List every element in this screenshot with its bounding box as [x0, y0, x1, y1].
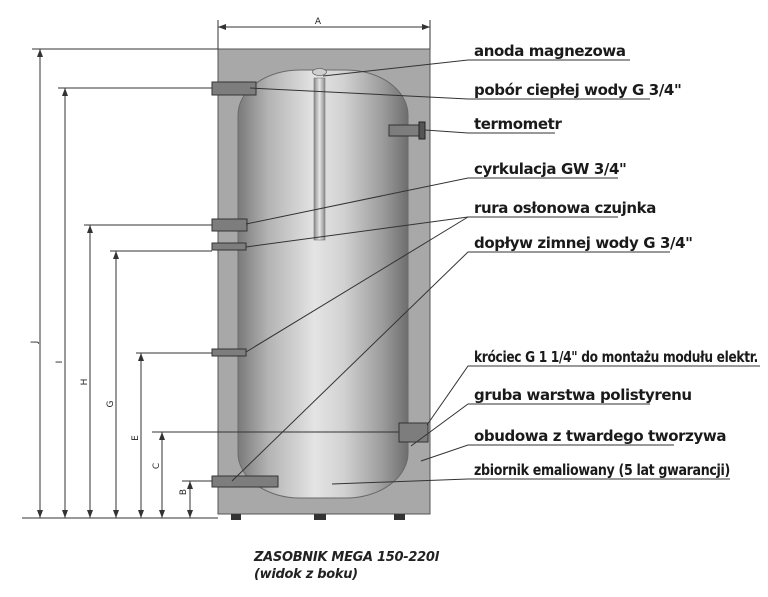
label-sensor-pipe: rura osłonowa czujnka — [474, 199, 656, 217]
dim-c-arrow-bottom — [159, 510, 165, 518]
anode-rod — [313, 77, 326, 241]
leader-casing — [420, 444, 674, 462]
dim-j-arrow-bottom — [37, 510, 43, 518]
dim-j-arrow-top — [37, 49, 43, 57]
dim-e-label: E — [131, 435, 141, 441]
dim-a-arrow-right — [422, 24, 430, 30]
leader-circulation — [245, 177, 618, 225]
dim-g-label: G — [106, 400, 116, 407]
label-thermometer: termometr — [474, 115, 562, 133]
label-insulation: gruba warstwa polistyrenu — [474, 386, 692, 404]
dim-i-arrow-top — [62, 88, 68, 96]
leader-anode — [322, 59, 630, 77]
leader-sensor-lower — [245, 216, 469, 353]
dim-g-arrow-bottom — [113, 510, 119, 518]
cold-water-pipe — [211, 475, 279, 488]
dim-b-arrow-bottom — [187, 510, 193, 518]
dim-j-label: J — [30, 341, 40, 345]
leader-thermometer — [424, 129, 555, 134]
foot-right — [394, 514, 405, 520]
dim-c-label: C — [152, 463, 162, 469]
foot-middle — [314, 514, 326, 520]
label-casing: obudowa z twardego tworzywa — [474, 427, 726, 445]
dim-a-label: A — [315, 17, 322, 27]
dim-i-label: I — [55, 361, 65, 364]
heater-port — [398, 422, 429, 443]
anode-cap — [312, 68, 327, 76]
label-anode: anoda magnezowa — [474, 42, 626, 60]
leader-hot-water — [249, 87, 650, 100]
dim-g-arrow-top — [113, 251, 119, 259]
hot-water-pipe — [211, 81, 257, 96]
dim-c-arrow-top — [159, 432, 165, 440]
dim-b-label: B — [179, 489, 189, 495]
caption-subtitle: (widok z boku) — [254, 567, 358, 582]
thermometer-stub — [388, 124, 422, 137]
label-circulation: cyrkulacja GW 3/4" — [474, 160, 626, 178]
sensor-pipe-upper — [211, 242, 247, 251]
sensor-pipe-lower — [211, 348, 247, 357]
dim-h-label: H — [80, 379, 90, 386]
caption-title: ZASOBNIK MEGA 150-220l — [253, 550, 440, 565]
dim-h-arrow-bottom — [87, 510, 93, 518]
leader-cold-water — [231, 251, 670, 482]
foot-left — [231, 514, 241, 520]
label-tank: zbiornik emaliowany (5 lat gwarancji) — [474, 461, 730, 479]
label-hot-water: pobór ciepłej wody G 3/4" — [474, 81, 681, 99]
dim-b-arrow-top — [187, 481, 193, 489]
dim-e-arrow-top — [138, 353, 144, 361]
circulation-pipe — [211, 218, 248, 232]
leader-heater-port — [426, 365, 760, 426]
leader-insulation — [410, 403, 650, 447]
dim-i-arrow-bottom — [62, 510, 68, 518]
thermometer-head — [418, 121, 426, 140]
dim-h-arrow-top — [87, 225, 93, 233]
dim-a-arrow-left — [218, 24, 226, 30]
label-heater-port: króciec G 1 1/4" do montażu modułu elekt… — [474, 348, 758, 366]
dim-e-arrow-bottom — [138, 510, 144, 518]
label-cold-water: dopływ zimnej wody G 3/4" — [474, 234, 693, 252]
leader-tank — [331, 478, 730, 485]
